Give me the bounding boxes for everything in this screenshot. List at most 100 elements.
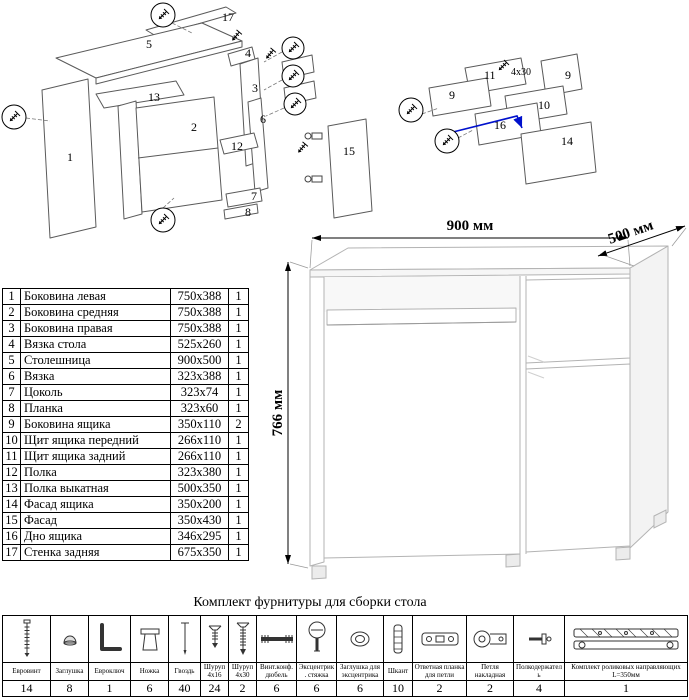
part-6-tie [247,97,269,193]
part-9-drawer-side-right [540,53,583,97]
parts-cell-pname: Боковина левая [20,288,171,305]
hardware-item-qty: 6 [256,680,297,697]
parts-cell-size: 266x110 [170,448,229,465]
parts-cell-num: 15 [2,512,21,529]
part-label-8: 8 [245,205,251,219]
part-label-6: 6 [260,112,266,126]
hardware-item-qty: 6 [296,680,337,697]
parts-cell-size: 266x110 [170,432,229,449]
hardware-item-qty: 6 [336,680,384,697]
cam-cap-icon [336,615,384,663]
parts-cell-qty: 1 [228,320,249,337]
parts-cell-num: 13 [2,480,21,497]
parts-cell-num: 2 [2,304,21,321]
parts-cell-qty: 1 [228,368,249,385]
screw-size-label: 4x30 [511,67,531,78]
screw-4x16-icon [200,615,229,663]
hardware-item-name: Шуруп 4x30 [228,662,257,681]
parts-cell-qty: 1 [228,528,249,545]
parts-cell-num: 3 [2,320,21,337]
leg-icon [130,615,169,663]
insert-direction-arrow [444,115,523,135]
desk-top-edge [309,267,631,278]
part-label-9-left: 9 [449,88,455,102]
part-label-17: 17 [222,10,234,24]
part-1-left-side [41,78,97,239]
bay-recess [324,276,520,312]
part-8-strip [223,203,259,220]
screw-4x30-icon [228,615,257,663]
hardware-item-name: Ответная планка для петли [412,662,467,681]
parts-cell-pname: Планка [20,400,171,417]
parts-cell-size: 525x260 [170,336,229,353]
drawer-handle-groove [527,355,545,363]
parts-cell-size: 323x388 [170,368,229,385]
parts-cell-pname: Боковина средняя [20,304,171,321]
parts-cell-size: 350x430 [170,512,229,529]
parts-cell-num: 10 [2,432,21,449]
hardware-item-qty: 8 [50,680,89,697]
shkant-icon [383,615,413,663]
hardware-item-name: Гвоздь [168,662,201,681]
part-label-15: 15 [343,144,355,158]
hardware-item-qty: 14 [2,680,51,697]
desk-exploded-diagram: 17 5 4 3 13 2 6 12 1 7 8 15 [1,2,373,239]
desk-left-panel [309,276,325,567]
parts-cell-qty: 1 [228,544,249,561]
hardware-item-name: Эксцентрик. стяжка [296,662,337,681]
hardware-item-qty: 6 [130,680,169,697]
hardware-item-name: Шкант [383,662,413,681]
part-label-13: 13 [148,90,160,104]
hardware-kit-title: Комплект фурнитуры для сборки стола [193,595,427,610]
part-12-shelf [219,132,259,155]
hinge-plate-icon [412,615,467,663]
part-14-drawer-facade [520,121,597,185]
parts-cell-qty: 1 [228,480,249,497]
dimension-depth-label: 500 мм [606,217,655,247]
hardware-item-name: Винт.конф. дюбель [256,662,297,681]
parts-cell-qty: 2 [228,416,249,433]
hardware-item-qty: 2 [228,680,257,697]
parts-cell-num: 8 [2,400,21,417]
part-7-plinth [225,187,263,208]
parts-cell-qty: 1 [228,464,249,481]
nail-icon [168,615,201,663]
part-label-2: 2 [191,120,197,134]
parts-cell-size: 750x388 [170,304,229,321]
parts-cell-num: 6 [2,368,21,385]
parts-cell-pname: Цоколь [20,384,171,401]
assembled-desk-view: 900 мм 500 мм 766 мм [270,217,687,580]
hinge-icon [466,615,514,663]
parts-cell-qty: 1 [228,336,249,353]
parts-cell-num: 5 [2,352,21,369]
part-label-10: 10 [538,98,550,112]
parts-cell-qty: 1 [228,352,249,369]
hexkey-icon [88,615,131,663]
parts-cell-size: 500x350 [170,480,229,497]
dimension-width-label: 900 мм [447,218,494,234]
dimension-height-label: 766 мм [270,390,286,437]
parts-cell-pname: Фасад ящика [20,496,171,513]
desk-top [309,245,669,271]
hardware-item-qty: 40 [168,680,201,697]
part-label-16: 16 [494,118,506,132]
part-2-carcass [135,96,223,213]
part-17-back-panel [145,6,237,37]
hardware-item-qty: 2 [466,680,514,697]
hardware-item-name: Полкодержатель [513,662,565,681]
hardware-item-name: Комплект роликовых направляющих L=350мм [564,662,688,681]
door-handle-groove [527,371,545,379]
dimension-lines [285,225,687,569]
hardware-item-qty: 24 [200,680,229,697]
